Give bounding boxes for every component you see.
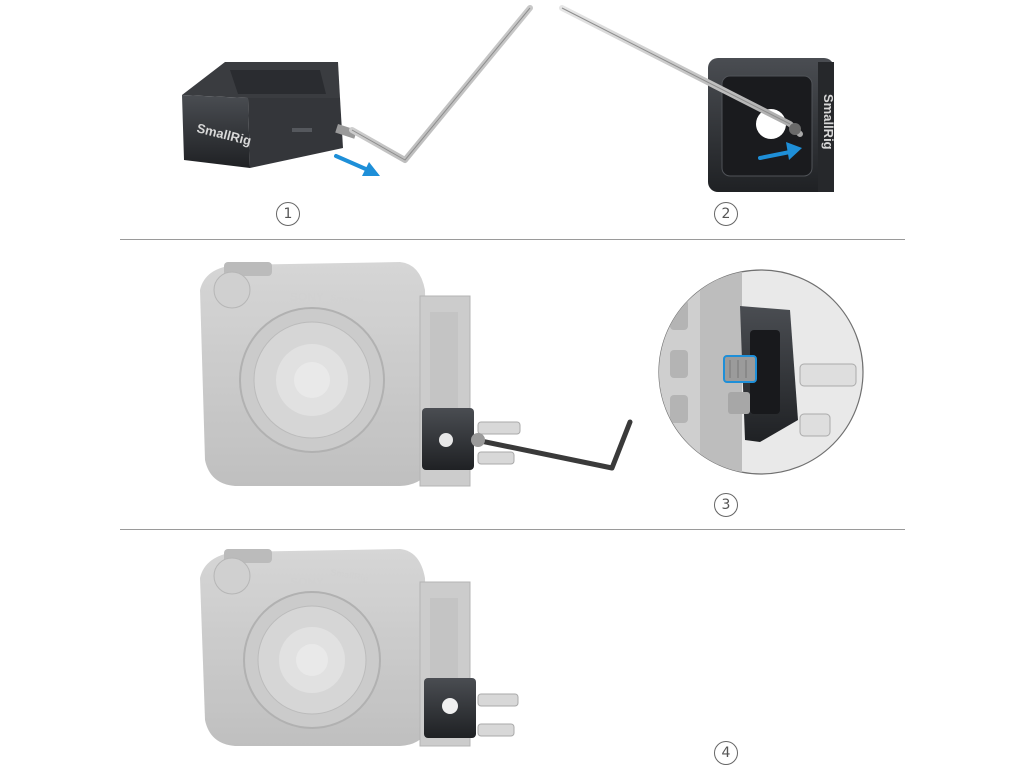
arrow-icon — [362, 162, 380, 176]
step-number-2: 2 — [714, 202, 738, 226]
plate-logo-step2: SmallRig — [821, 94, 836, 150]
step-number-4: 4 — [714, 741, 738, 765]
camera-brand-step3: SONY — [290, 290, 324, 304]
section-divider-1 — [120, 239, 905, 240]
zoom-detail-inset — [658, 269, 864, 475]
step-number-3: 3 — [714, 493, 738, 517]
step-4-illustration: SONY SmallRig — [200, 549, 519, 747]
section-divider-2 — [120, 529, 905, 530]
step-number-1: 1 — [276, 202, 300, 226]
step-3-illustration: SONY SmallRig — [200, 262, 864, 487]
camera-brand-step4: SONY — [290, 575, 324, 589]
step-1-illustration: SmallRig — [182, 5, 533, 176]
arrow-icon — [786, 142, 802, 160]
step-2-illustration: SmallRig — [559, 5, 836, 192]
